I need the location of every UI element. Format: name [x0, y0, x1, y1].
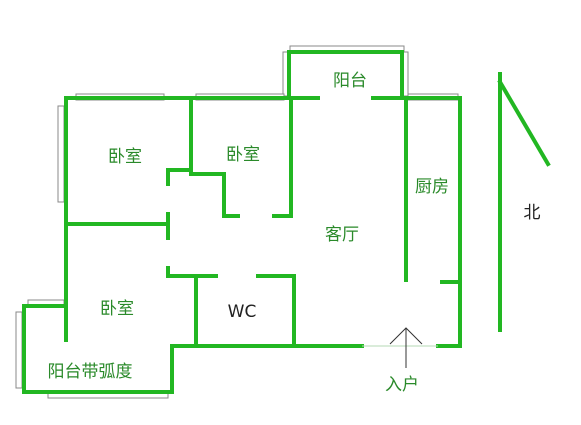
wall-wc-right	[256, 274, 296, 348]
label-bedroom-top-middle: 卧室	[226, 145, 260, 165]
walls	[22, 50, 462, 394]
label-entrance: 入户	[385, 375, 419, 395]
label-balcony-curved: 阳台带弧度	[48, 362, 133, 382]
wall-bedroom-middle-right	[272, 96, 293, 218]
entrance-arrow-icon	[389, 327, 423, 368]
label-bedroom-bottom-left: 卧室	[100, 299, 134, 319]
label-kitchen: 厨房	[415, 177, 449, 197]
wall-curved-balcony	[22, 304, 170, 394]
label-living-room: 客厅	[325, 225, 359, 245]
wall-bedrooms-divider	[166, 96, 193, 186]
label-bedroom-top-left: 卧室	[108, 147, 142, 167]
window-bedroom-left	[57, 105, 65, 203]
label-balcony-top: 阳台	[333, 71, 367, 91]
label-north: 北	[524, 203, 541, 223]
wall-bedroom-middle-bottom	[189, 172, 240, 218]
label-wc: WC	[228, 302, 257, 322]
wall-bedroom-bottom-right	[166, 266, 198, 348]
window-curved-balcony-left	[15, 311, 23, 389]
north-compass-icon	[497, 72, 551, 332]
wall-balcony-top	[287, 50, 404, 100]
wall-bottom-left	[164, 344, 174, 394]
